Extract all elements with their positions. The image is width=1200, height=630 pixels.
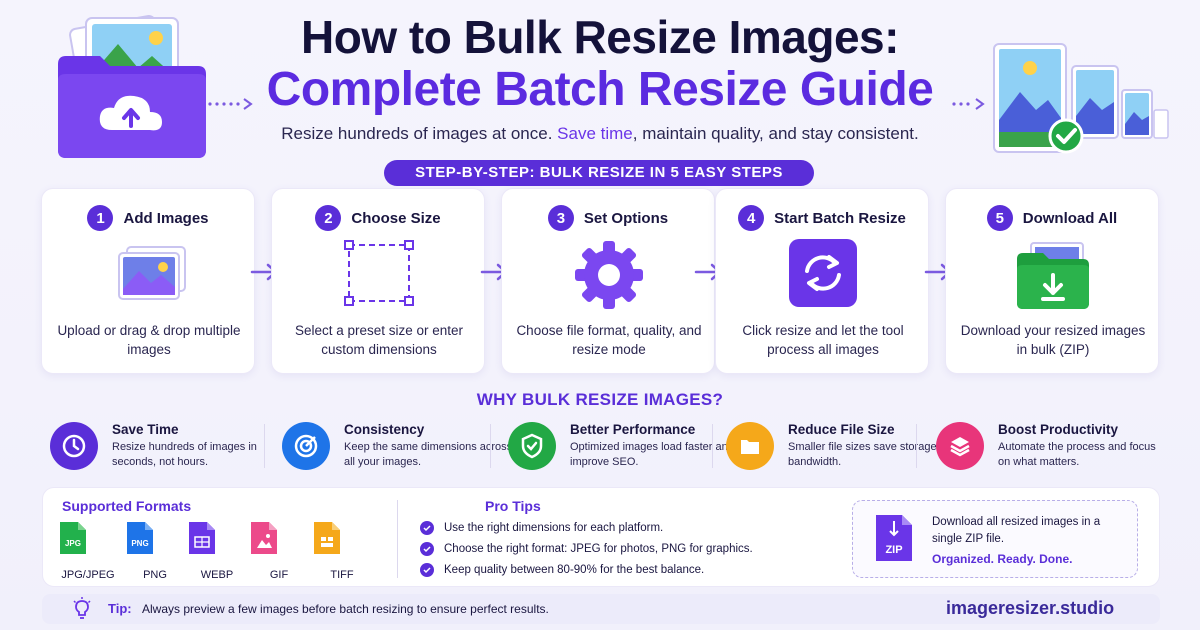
benefit-description: Optimized images load faster and improve… bbox=[570, 441, 734, 468]
benefit-title: Better Performance bbox=[570, 422, 696, 437]
tip-label: Tip: bbox=[108, 601, 132, 616]
why-section-title: WHY BULK RESIZE IMAGES? bbox=[476, 390, 724, 409]
page-subtitle-heading: Complete Batch Resize Guide bbox=[266, 63, 934, 116]
benefit-description: Resize hundreds of images in seconds, no… bbox=[112, 441, 257, 468]
check-icon bbox=[420, 542, 434, 556]
pro-tip-item: Choose the right format: JPEG for photos… bbox=[420, 542, 820, 556]
step-card-choose-size: 2 Choose Size Select a preset size or ent… bbox=[271, 188, 485, 374]
divider bbox=[490, 424, 491, 468]
step-description: Click resize and let the tool process al… bbox=[742, 323, 904, 357]
step-card-add-images: 1 Add Images Upload or drag & drop multip… bbox=[41, 188, 255, 374]
format-badge: JPG bbox=[65, 539, 81, 548]
intro-text-start: Resize hundreds of images at once. bbox=[281, 124, 558, 143]
step-description: Download your resized images in bulk (ZI… bbox=[960, 323, 1146, 357]
benefit-title: Reduce File Size bbox=[788, 422, 895, 437]
upload-folder-illustration bbox=[58, 14, 206, 158]
zip-tagline: Organized. Ready. Done. bbox=[932, 552, 1073, 566]
png-file-icon: PNG bbox=[127, 522, 153, 554]
format-webp: WEBP bbox=[187, 520, 247, 581]
divider bbox=[916, 424, 917, 468]
benefit-title: Boost Productivity bbox=[998, 422, 1119, 437]
step-title: Download All bbox=[1022, 209, 1118, 227]
benefit-title: Consistency bbox=[344, 422, 425, 437]
pro-tip-text: Use the right dimensions for each platfo… bbox=[444, 522, 664, 534]
step-title: Set Options bbox=[583, 209, 669, 227]
step-title: Start Batch Resize bbox=[774, 209, 906, 227]
images-stack-icon bbox=[118, 246, 186, 300]
format-label: TIFF bbox=[330, 569, 354, 581]
zip-description: Download all resized images in a single … bbox=[932, 516, 1101, 545]
divider bbox=[712, 424, 713, 468]
resized-images-illustration bbox=[993, 43, 1169, 154]
format-tiff: TIFF bbox=[312, 520, 372, 581]
step-number: 3 bbox=[547, 205, 574, 231]
benefit-better-performance: Better Performance Optimized images load… bbox=[508, 418, 738, 476]
divider bbox=[397, 500, 398, 578]
layers-icon bbox=[936, 422, 984, 470]
zip-file-icon: ZIP bbox=[876, 515, 912, 561]
step-card-download-all: 5 Download All Download your resized imag… bbox=[945, 188, 1159, 374]
intro-highlight: Save time bbox=[557, 124, 633, 143]
intro-text: Resize hundreds of images at once. Save … bbox=[0, 124, 1200, 144]
clock-icon bbox=[50, 422, 98, 470]
format-jpg: JPG JPG/JPEG bbox=[58, 520, 118, 581]
step-description: Choose file format, quality, and resize … bbox=[516, 323, 702, 357]
page-title: How to Bulk Resize Images: bbox=[301, 11, 899, 63]
intro-text-end: , maintain quality, and stay consistent. bbox=[632, 124, 919, 143]
divider bbox=[264, 424, 265, 468]
format-gif: GIF bbox=[249, 520, 309, 581]
pro-tip-text: Choose the right format: JPEG for photos… bbox=[444, 543, 753, 555]
benefit-description: Keep the same dimensions across all your… bbox=[344, 441, 513, 468]
step-description: Select a preset size or enter custom dim… bbox=[294, 323, 464, 357]
folder-icon bbox=[726, 422, 774, 470]
target-icon bbox=[282, 422, 330, 470]
shield-check-icon bbox=[508, 422, 556, 470]
benefit-reduce-file-size: Reduce File Size Smaller file sizes save… bbox=[726, 418, 958, 476]
format-label: JPG/JPEG bbox=[61, 569, 115, 581]
tiff-file-icon bbox=[314, 522, 340, 554]
pro-tip-item: Use the right dimensions for each platfo… bbox=[420, 521, 820, 535]
step-number: 4 bbox=[738, 205, 765, 231]
lightbulb-icon bbox=[73, 597, 91, 619]
format-png: PNG PNG bbox=[125, 520, 185, 581]
benefit-description: Automate the process and focus on what m… bbox=[998, 441, 1156, 468]
crop-frame-icon bbox=[344, 240, 414, 306]
zip-badge: ZIP bbox=[885, 544, 902, 556]
tip-bar bbox=[42, 594, 1160, 624]
gif-file-icon bbox=[251, 522, 277, 554]
step-description: Upload or drag & drop multiple images bbox=[57, 323, 241, 357]
step-number: 5 bbox=[986, 205, 1013, 231]
gear-icon bbox=[575, 241, 643, 309]
benefit-save-time: Save Time Resize hundreds of images in s… bbox=[50, 418, 280, 476]
step-title: Choose Size bbox=[351, 209, 441, 227]
benefit-description: Smaller file sizes save storage and band… bbox=[788, 441, 958, 468]
check-icon bbox=[420, 563, 434, 577]
pro-tips-title: Pro Tips bbox=[485, 498, 541, 514]
step-card-set-options: 3 Set Options Choose file format, quality… bbox=[501, 188, 715, 374]
pro-tip-text: Keep quality between 80-90% for the best… bbox=[444, 564, 705, 576]
step-number: 2 bbox=[315, 205, 342, 231]
step-card-start-batch-resize: 4 Start Batch Resize Click resize and let… bbox=[715, 188, 929, 374]
format-badge: PNG bbox=[131, 539, 148, 548]
tip-text: Always preview a few images before batch… bbox=[142, 602, 549, 616]
webp-file-icon bbox=[189, 522, 215, 554]
dotted-arrow-icon bbox=[952, 98, 985, 110]
benefit-boost-productivity: Boost Productivity Automate the process … bbox=[936, 418, 1166, 476]
format-label: PNG bbox=[143, 569, 167, 581]
download-folder-icon bbox=[1017, 242, 1089, 309]
format-label: GIF bbox=[269, 569, 289, 581]
format-label: WEBP bbox=[200, 569, 234, 581]
benefit-title: Save Time bbox=[112, 422, 179, 437]
dotted-arrow-icon bbox=[208, 98, 253, 110]
check-icon bbox=[420, 521, 434, 535]
pro-tip-item: Keep quality between 80-90% for the best… bbox=[420, 563, 820, 577]
step-title: Add Images bbox=[123, 209, 209, 227]
refresh-icon bbox=[789, 239, 857, 307]
steps-banner: STEP-BY-STEP: BULK RESIZE IN 5 EASY STEP… bbox=[384, 160, 814, 186]
jpg-file-icon: JPG bbox=[60, 522, 86, 554]
benefit-consistency: Consistency Keep the same dimensions acr… bbox=[282, 418, 512, 476]
formats-title: Supported Formats bbox=[62, 498, 192, 514]
brand-url[interactable]: imageresizer.studio bbox=[946, 598, 1115, 618]
step-number: 1 bbox=[87, 205, 114, 231]
